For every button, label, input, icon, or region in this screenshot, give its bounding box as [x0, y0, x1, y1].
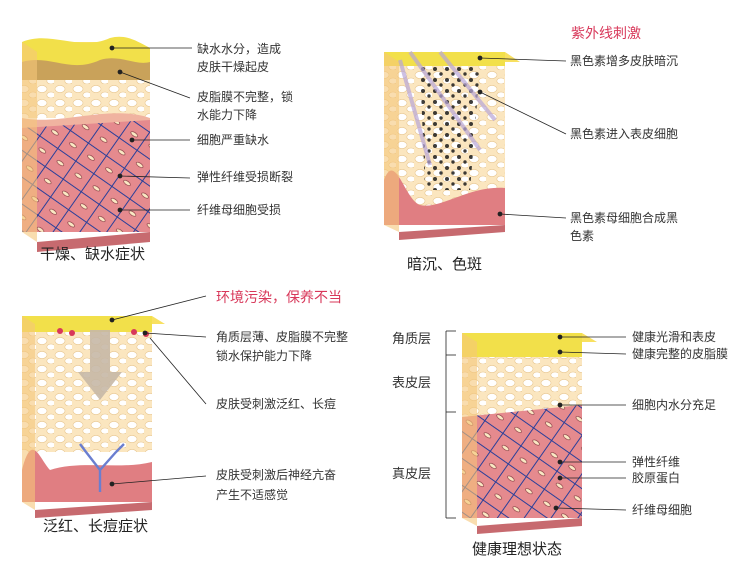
layer-stratum-corneum: 角质层 [392, 328, 431, 347]
dry-skin-illustration [22, 37, 150, 252]
layer-dermis: 真皮层 [392, 463, 431, 482]
healthy-illustration [462, 333, 597, 534]
dry-caption: 干燥、缺水症状 [40, 243, 145, 264]
red-label-2: 皮肤受刺激泛红、长痘 [216, 395, 336, 413]
uv-cause-title: 紫外线刺激 [571, 23, 641, 43]
red-label-1a: 角质层薄、皮脂膜不完整 [216, 328, 348, 346]
dry-label-3: 细胞严重缺水 [197, 131, 269, 149]
healthy-bracket [446, 331, 456, 518]
dark-label-3a: 黑色素母细胞合成黑 [570, 209, 678, 227]
red-label-3a: 皮肤受刺激后神经亢奋 [216, 466, 336, 484]
dark-label-2: 黑色素进入表皮细胞 [570, 125, 678, 143]
dark-label-3b: 色素 [570, 227, 594, 245]
healthy-label-1: 健康光滑和表皮 [632, 328, 716, 346]
pollution-cause-title: 环境污染，保养不当 [216, 287, 342, 307]
dry-label-1b: 皮肤干燥起皮 [197, 58, 269, 76]
dry-label-4: 弹性纤维受损断裂 [197, 168, 293, 186]
healthy-caption: 健康理想状态 [472, 538, 562, 559]
dark-label-1: 黑色素增多皮肤暗沉 [570, 52, 678, 70]
redness-illustration [22, 316, 165, 518]
dry-label-1a: 缺水水分，造成 [197, 40, 281, 58]
healthy-label-6: 纤维母细胞 [632, 501, 692, 519]
healthy-label-3: 细胞内水分充足 [632, 396, 716, 414]
layer-epidermis: 表皮层 [392, 372, 431, 391]
dry-label-2b: 水能力下降 [197, 106, 257, 124]
red-label-1b: 锁水保护能力下降 [216, 347, 312, 365]
red-caption: 泛红、长痘症状 [43, 515, 148, 536]
red-label-3b: 产生不适感觉 [216, 486, 288, 504]
dry-label-5: 纤维母细胞受损 [197, 201, 281, 219]
healthy-label-5: 胶原蛋白 [632, 469, 680, 487]
healthy-label-2: 健康完整的皮脂膜 [632, 345, 728, 363]
dark-caption: 暗沉、色斑 [407, 253, 482, 274]
dry-label-2a: 皮脂膜不完整，锁 [197, 88, 293, 106]
